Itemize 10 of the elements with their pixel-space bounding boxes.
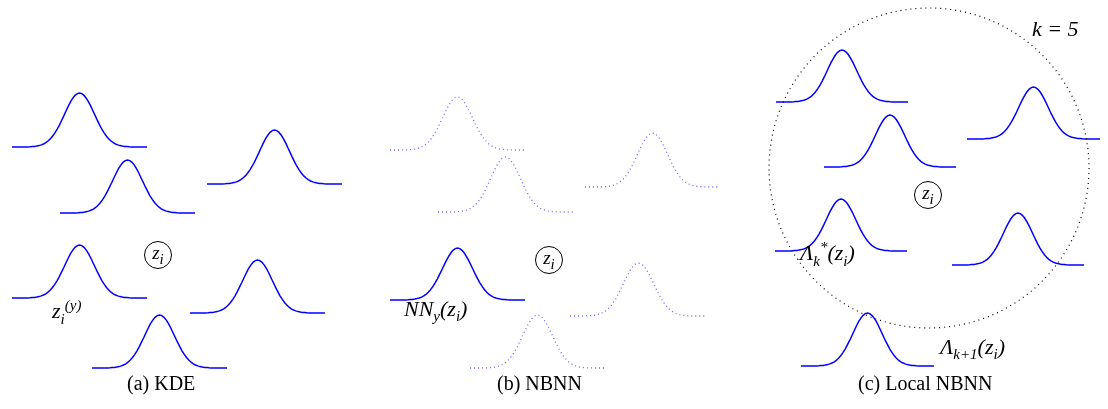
math-label: k = 5 [1032, 18, 1079, 40]
point-symbol: z$_{i}$ [922, 183, 934, 207]
point-symbol: z$_{i}$ [543, 248, 555, 272]
subfigure-caption: (c) Local NBNN [858, 372, 993, 395]
subfigure-caption: (a) KDE [127, 372, 196, 395]
math-label: Λ$_{k}$$^{*}$(z$_{i}$) [800, 240, 855, 269]
math-label: NN$_{y}$(z$_{i}$) [404, 298, 468, 325]
math-label: Λ$_{k+1}$(z$_{i}$) [940, 336, 1005, 363]
point-symbol: z$_{i}$ [152, 243, 164, 267]
subfigure-caption: (b) NBNN [497, 372, 582, 395]
